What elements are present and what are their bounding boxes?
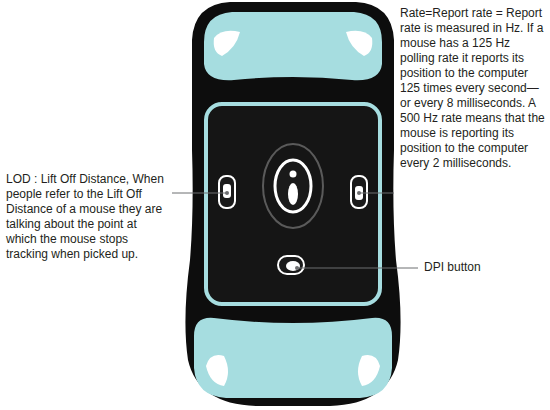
skate-highlight (206, 355, 228, 386)
rate-switch (351, 176, 367, 208)
base-panel (206, 104, 380, 304)
leader-line (172, 193, 226, 194)
dpi-button (278, 256, 304, 274)
bottom-skate (194, 318, 392, 398)
dpi-label: DPI button (424, 260, 544, 275)
skate-highlight (346, 31, 372, 56)
lod-note: LOD : Lift Off Distance, When people ref… (6, 172, 166, 262)
leader-line (360, 193, 394, 194)
sensor-dot (290, 171, 297, 178)
leader-dot (225, 191, 229, 195)
leader-dot (295, 266, 299, 270)
skate-highlight (214, 31, 240, 56)
lod-switch-knob (223, 184, 231, 198)
dpi-button-inner (286, 261, 300, 271)
leader-dot (357, 191, 361, 195)
report-rate-note: Rate=Report rate = Report rate is measur… (400, 6, 546, 171)
leader-line (298, 268, 418, 269)
sensor-outer (275, 160, 311, 212)
skate-highlight (358, 355, 380, 386)
lod-switch (219, 176, 235, 208)
sensor-ring (263, 144, 323, 228)
sensor-lens (288, 183, 298, 205)
top-skate (204, 12, 382, 80)
mouse-body (185, 2, 400, 406)
